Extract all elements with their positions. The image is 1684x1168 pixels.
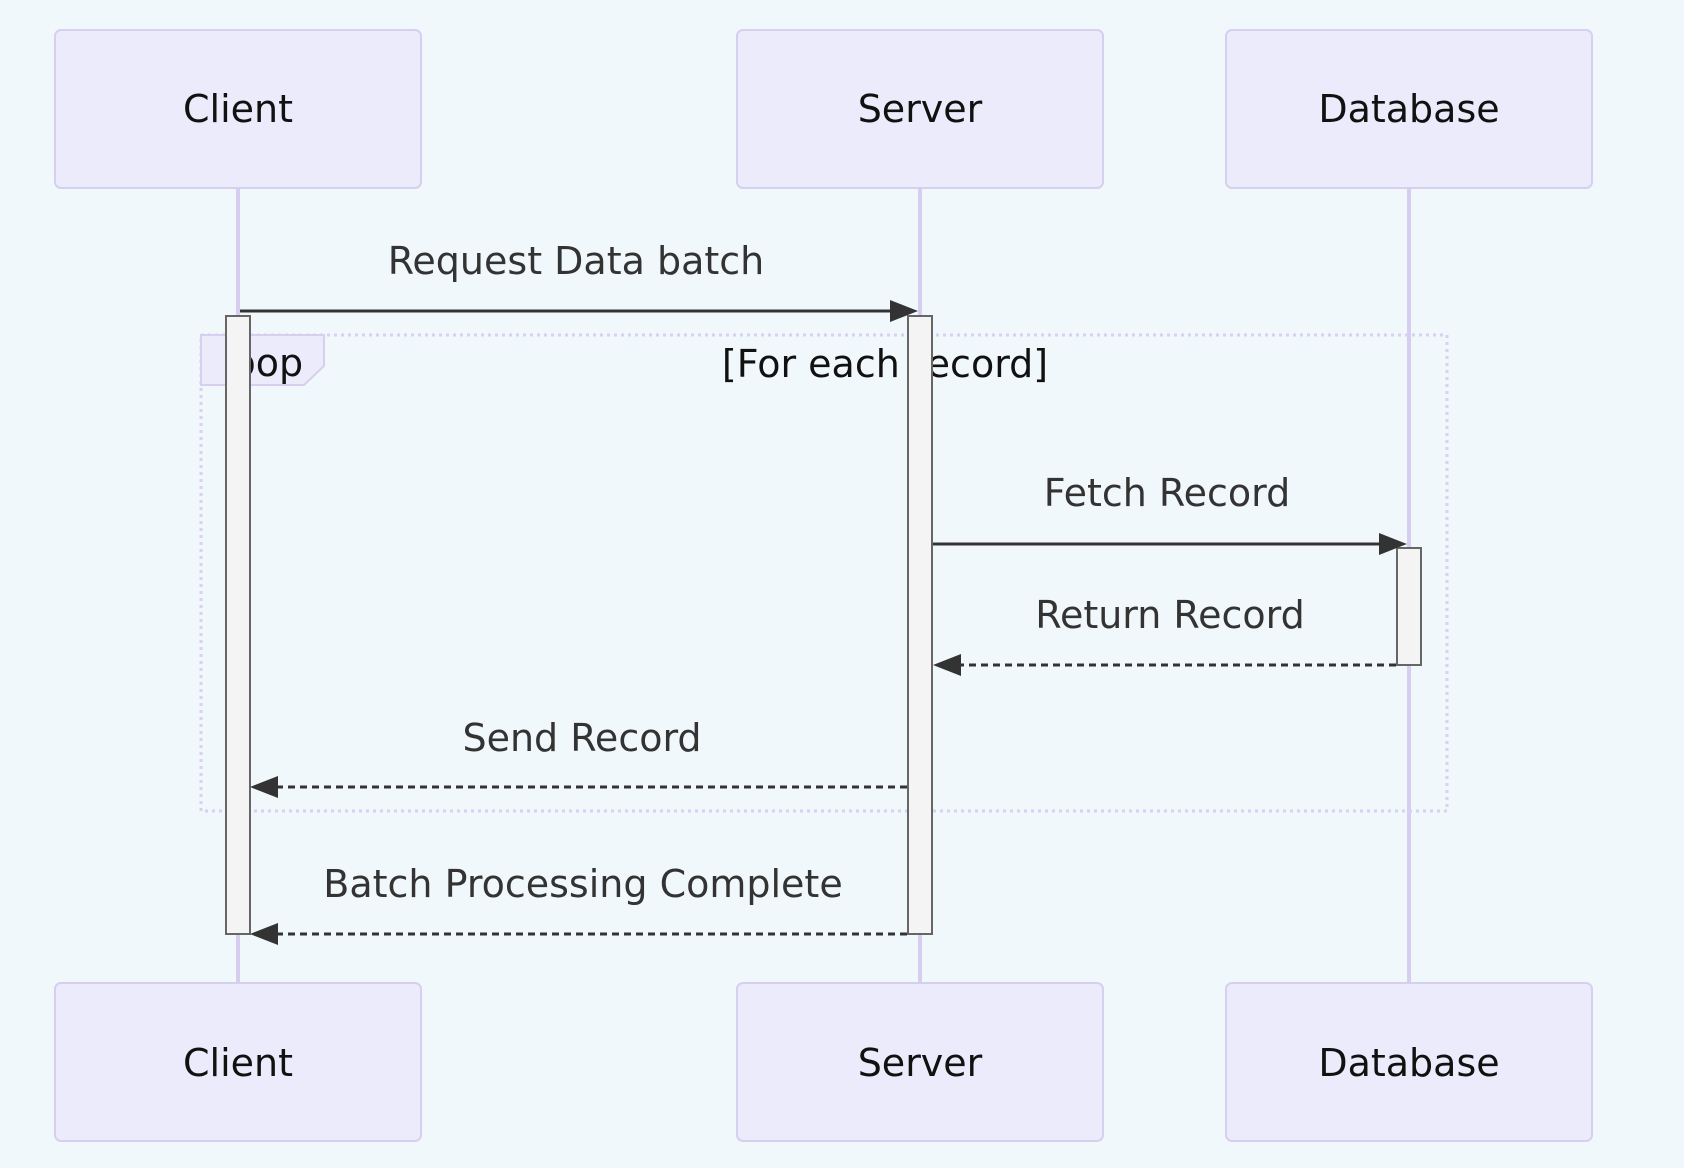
arrowhead-left-icon (933, 654, 961, 676)
actor-label: Client (183, 87, 293, 131)
actor-box (54, 29, 422, 189)
arrowhead-right-icon (890, 300, 918, 322)
arrowhead-left-icon (250, 776, 278, 798)
message-label: Batch Processing Complete (323, 862, 842, 906)
server-activation (907, 315, 933, 935)
loop-frame: loop [For each record] (199, 333, 1449, 813)
message-label: Send Record (462, 716, 701, 760)
actor-label: Client (183, 1041, 293, 1085)
actor-label: Server (858, 87, 983, 131)
message-batch-processing-complete: Batch Processing Complete (250, 862, 907, 945)
actor-client-bottom: Client (54, 982, 422, 1142)
message-return-record: Return Record (933, 593, 1396, 676)
actor-label: Database (1318, 1041, 1499, 1085)
actor-database-bottom: Database (1225, 982, 1593, 1142)
message-fetch-record: Fetch Record (933, 471, 1407, 555)
actor-box (1225, 29, 1593, 189)
loop-box (199, 333, 1449, 813)
message-label: Request Data batch (388, 239, 765, 283)
arrowhead-right-icon (1379, 533, 1407, 555)
client-activation (225, 315, 251, 935)
actor-database-top: Database (1225, 29, 1593, 189)
actor-label: Database (1318, 87, 1499, 131)
actor-server-top: Server (736, 29, 1104, 189)
message-send-record: Send Record (250, 716, 907, 798)
message-label: Fetch Record (1044, 471, 1290, 515)
actor-box (1225, 982, 1593, 1142)
actor-box (54, 982, 422, 1142)
loop-condition: [For each record] (722, 342, 1048, 386)
arrowhead-left-icon (250, 923, 278, 945)
actor-label: Server (858, 1041, 983, 1085)
actor-box (736, 982, 1104, 1142)
actor-client-top: Client (54, 29, 422, 189)
actor-box (736, 29, 1104, 189)
message-label: Return Record (1035, 593, 1304, 637)
actor-server-bottom: Server (736, 982, 1104, 1142)
message-request-data-batch: Request Data batch (240, 239, 918, 322)
database-activation (1396, 547, 1422, 666)
